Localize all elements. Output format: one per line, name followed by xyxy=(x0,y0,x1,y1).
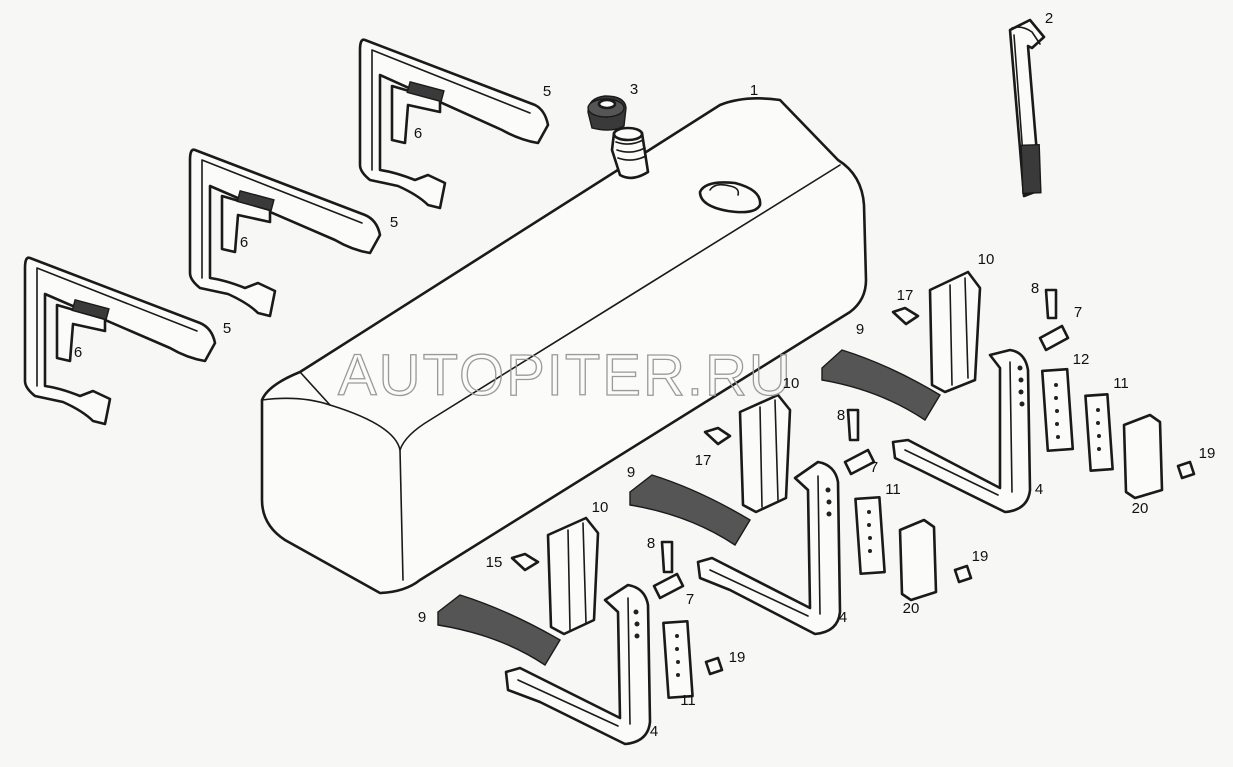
callout-c11c: 11 xyxy=(680,692,696,709)
callout-c6c: 6 xyxy=(74,344,82,361)
callout-c12: 12 xyxy=(1073,351,1090,368)
callout-c6b: 6 xyxy=(240,234,248,251)
callout-c11a: 11 xyxy=(1113,375,1129,392)
callout-c5a: 5 xyxy=(543,83,551,100)
callout-c5b: 5 xyxy=(390,214,398,231)
callout-c9a: 9 xyxy=(856,321,864,338)
callout-c19b: 19 xyxy=(972,548,989,565)
callout-c5c: 5 xyxy=(223,320,231,337)
strap-set-top xyxy=(358,38,550,210)
spacer-plates xyxy=(662,367,1164,700)
callout-c4b: 4 xyxy=(839,609,847,626)
callout-c1: 1 xyxy=(750,82,758,99)
callout-c8a: 8 xyxy=(1031,280,1039,297)
callout-c8c: 8 xyxy=(647,535,655,552)
callout-c8b: 8 xyxy=(837,407,845,424)
callout-c20b: 20 xyxy=(903,600,920,617)
callout-c11b: 11 xyxy=(885,481,901,498)
callout-c3: 3 xyxy=(630,81,638,98)
callout-c10b: 10 xyxy=(783,375,800,392)
callout-c7c: 7 xyxy=(686,591,694,608)
fuel-tank xyxy=(260,97,868,595)
filler-cap xyxy=(587,95,627,131)
bracket-assembly-left xyxy=(437,516,652,746)
strap-set-bottom xyxy=(23,256,217,426)
callout-c9c: 9 xyxy=(418,609,426,626)
callout-c2: 2 xyxy=(1045,10,1053,27)
callout-c17a: 17 xyxy=(897,287,914,304)
callout-c20a: 20 xyxy=(1132,500,1149,517)
callout-c9b: 9 xyxy=(627,464,635,481)
callout-c15: 15 xyxy=(486,554,503,571)
callout-c10c: 10 xyxy=(592,499,609,516)
callout-c7a: 7 xyxy=(1074,304,1082,321)
callout-c4a: 4 xyxy=(1035,481,1043,498)
callout-c7b: 7 xyxy=(870,459,878,476)
tank-bolt xyxy=(1008,18,1046,198)
callout-c6a: 6 xyxy=(414,125,422,142)
callout-c10a: 10 xyxy=(978,251,995,268)
callout-c19a: 19 xyxy=(1199,445,1216,462)
watermark: AUTOPITER.RU xyxy=(338,343,793,408)
bracket-assembly-middle xyxy=(629,393,842,636)
callout-c4c: 4 xyxy=(650,723,658,740)
strap-set-middle xyxy=(188,148,382,318)
callout-c19c: 19 xyxy=(729,649,746,666)
fasteners xyxy=(510,288,1196,676)
callout-c17b: 17 xyxy=(695,452,712,469)
bracket-assembly-right xyxy=(821,270,1032,514)
